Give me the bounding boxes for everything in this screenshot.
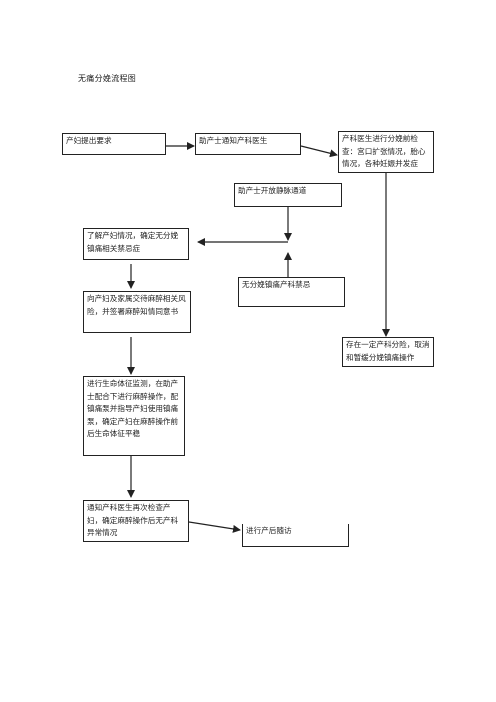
node-followup: 进行产后随访 <box>242 524 349 547</box>
node-pre-exam: 产科医生进行分娩前检查：宫口扩张情况，胎心情况，各种妊娠并发症 <box>338 131 434 173</box>
node-assess: 了解产妇情况，确定无分娩镇痛相关禁忌症 <box>83 228 189 260</box>
arrow-recheck-to-followup <box>188 521 241 533</box>
arrow-notify-to-preexam <box>300 145 338 158</box>
node-consent: 向产妇及家属交待麻醉相关风险，并签署麻醉知情同意书 <box>83 291 191 333</box>
page-title: 无痛分娩流程图 <box>78 74 137 83</box>
node-contraindication: 无分娩镇痛产科禁忌 <box>238 277 345 307</box>
node-request: 产妇提出要求 <box>62 133 166 155</box>
node-iv-access: 助产士开放静脉通道 <box>234 183 342 207</box>
node-recheck: 通知产科医生再次检查产妇，确定麻醉操作后无产科异常情况 <box>83 500 189 542</box>
node-notify-doctor: 助产士通知产科医生 <box>195 133 301 155</box>
node-risk-cancel: 存在一定产科分险，取消和暂缓分娩镇痛操作 <box>342 337 434 367</box>
node-monitoring: 进行生命体征监测，在助产士配合下进行麻醉操作，配镇痛泵并指导产妇使用镇痛泵，确定… <box>83 376 185 456</box>
